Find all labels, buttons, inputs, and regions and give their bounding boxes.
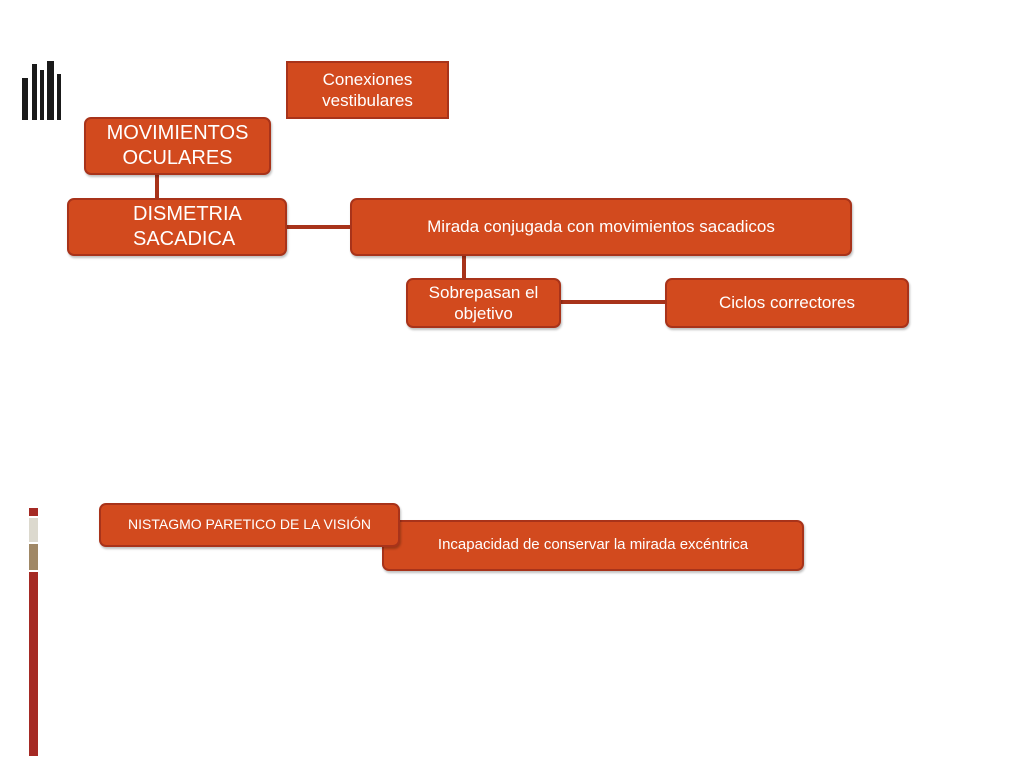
node-conexiones-vestibulares: Conexiones vestibulares <box>286 61 449 119</box>
connector-dismetria-mirada <box>286 225 352 229</box>
node-conexiones-label: Conexiones vestibulares <box>322 69 413 110</box>
connector-sobrepasan-ciclos <box>559 300 667 304</box>
connector-movimientos-dismetria <box>155 172 159 200</box>
node-sobrepasan-objetivo: Sobrepasan el objetivo <box>406 278 561 328</box>
strip-tan <box>29 544 38 570</box>
node-nistagmo-paretico: NISTAGMO PARETICO DE LA VISIÓN <box>99 503 400 547</box>
strip-red-long <box>29 572 38 756</box>
node-nistagmo-label: NISTAGMO PARETICO DE LA VISIÓN <box>128 516 371 533</box>
connector-mirada-sobrepasan <box>462 254 466 280</box>
color-strip-icon <box>29 508 38 756</box>
node-incapacidad-label: Incapacidad de conservar la mirada excén… <box>437 536 749 554</box>
strip-light <box>29 518 38 542</box>
node-sobrepasan-label: Sobrepasan el objetivo <box>428 282 539 323</box>
node-incapacidad: Incapacidad de conservar la mirada excén… <box>382 520 804 571</box>
node-ciclos-label: Ciclos correctores <box>718 293 856 313</box>
node-dismetria-label: DISMETRIA SACADICA <box>133 203 241 250</box>
strip-red-top <box>29 508 38 516</box>
node-dismetria-sacadica: DISMETRIA SACADICA <box>67 198 287 256</box>
node-mirada-label: Mirada conjugada con movimientos sacadic… <box>427 217 775 237</box>
vertical-bars-icon <box>18 58 64 122</box>
node-movimientos-label: MOVIMIENTOS OCULARES <box>106 122 249 169</box>
node-movimientos-oculares: MOVIMIENTOS OCULARES <box>84 117 271 175</box>
node-ciclos-correctores: Ciclos correctores <box>665 278 909 328</box>
node-mirada-conjugada: Mirada conjugada con movimientos sacadic… <box>350 198 852 256</box>
